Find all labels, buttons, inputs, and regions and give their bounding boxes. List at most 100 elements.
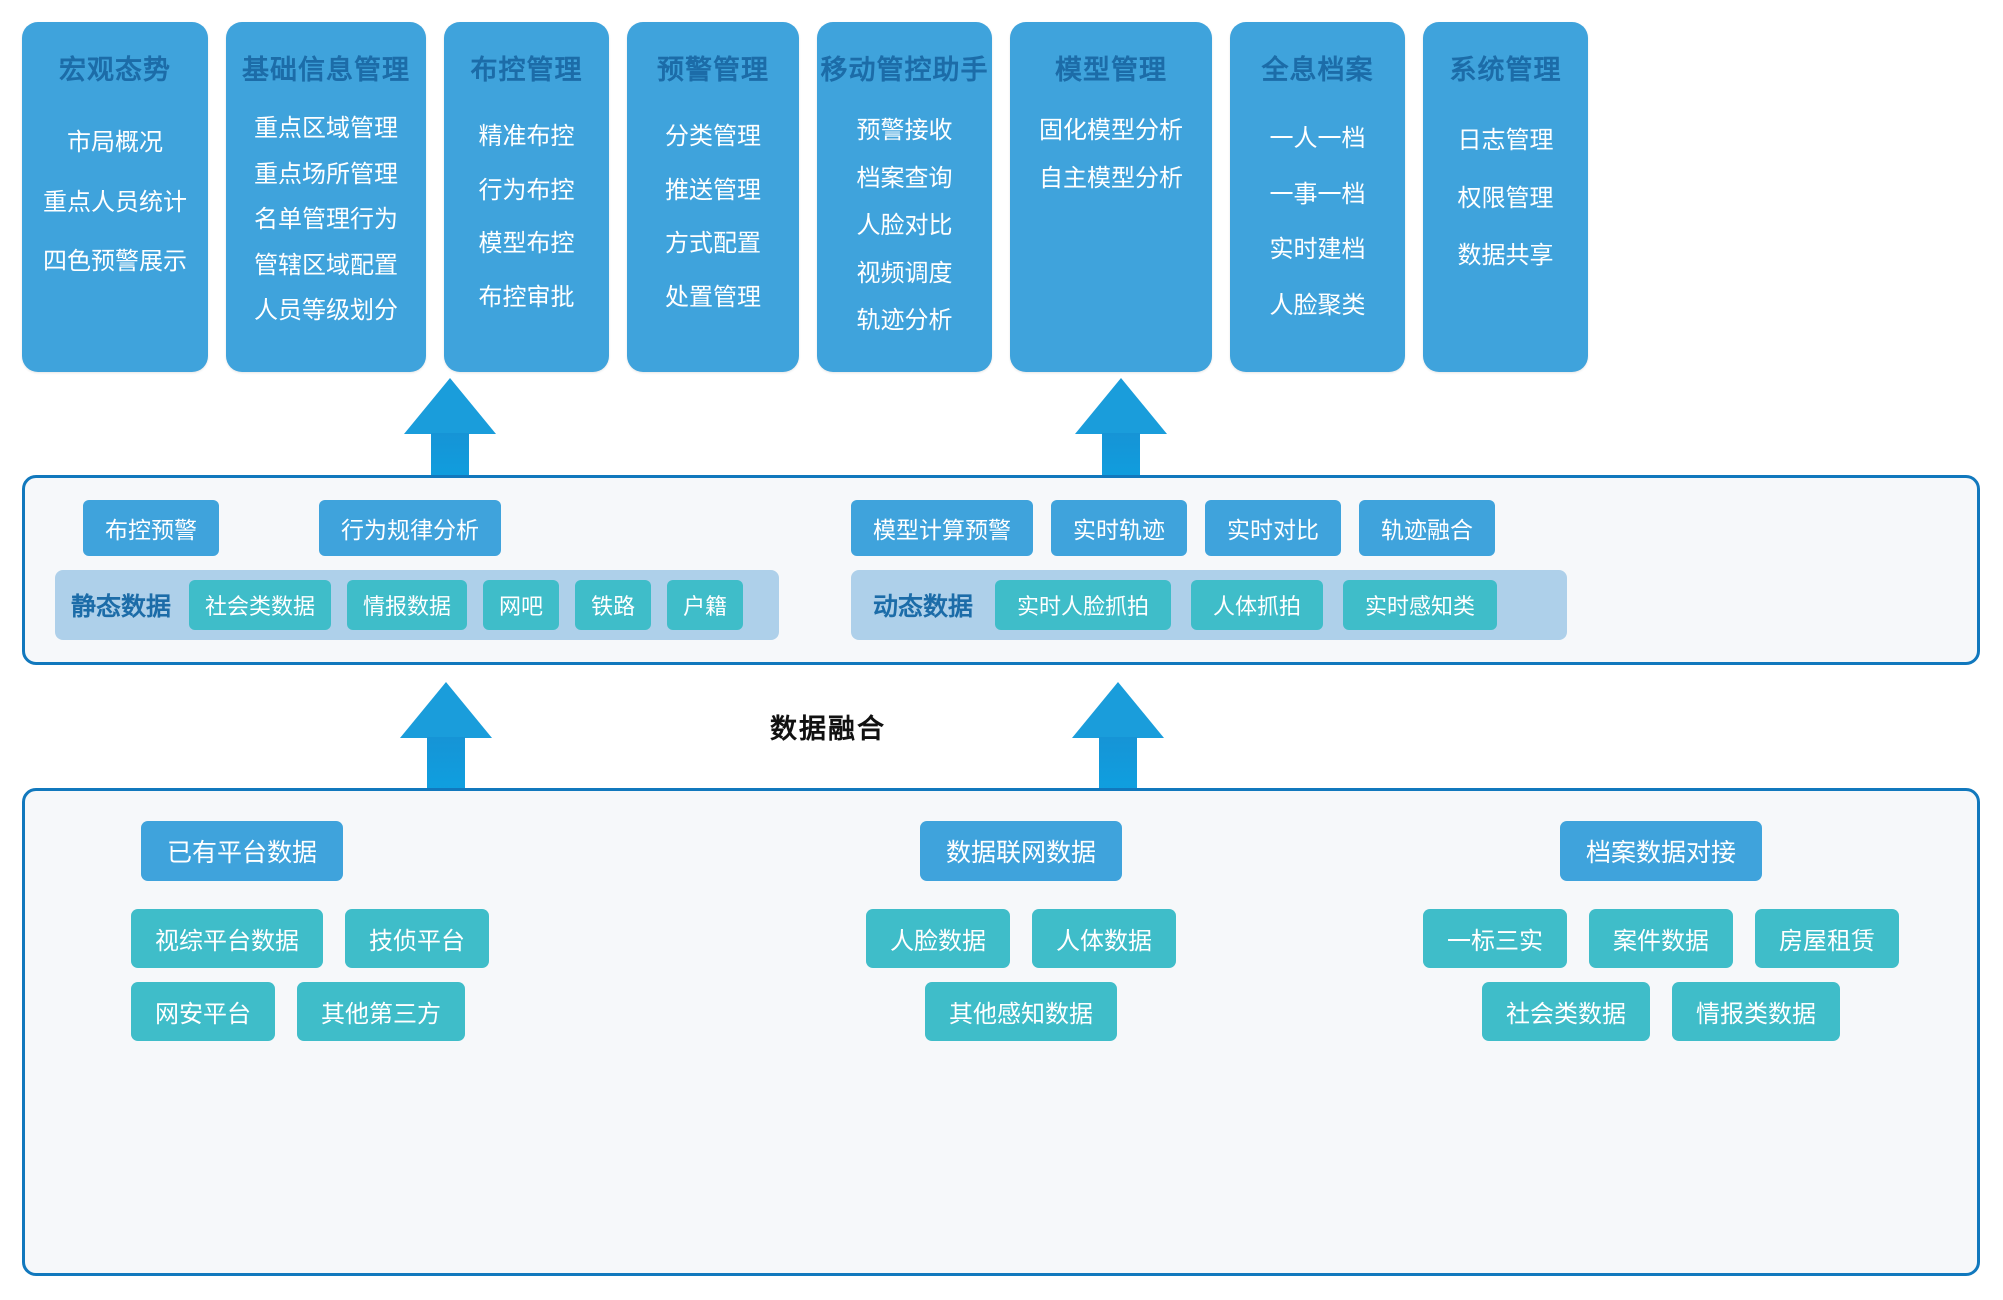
module-card-alert-management[interactable]: 预警管理 分类管理 推送管理 方式配置 处置管理 (627, 22, 799, 372)
module-item[interactable]: 四色预警展示 (43, 248, 187, 276)
module-title: 基础信息管理 (242, 55, 410, 85)
static-data-bar: 静态数据 社会类数据 情报数据 网吧 铁路 户籍 (55, 570, 779, 640)
capability-pill[interactable]: 轨迹融合 (1359, 500, 1495, 556)
module-item-list: 预警接收 档案查询 人脸对比 视频调度 轨迹分析 (827, 97, 982, 335)
module-card-holographic-archive[interactable]: 全息档案 一人一档 一事一档 实时建档 人脸聚类 (1230, 22, 1405, 372)
module-item[interactable]: 重点场所管理 (254, 160, 398, 188)
capability-pill[interactable]: 实时轨迹 (1051, 500, 1187, 556)
module-item[interactable]: 市局概况 (67, 129, 163, 156)
module-item-list: 市局概况 重点人员统计 四色预警展示 (32, 97, 198, 276)
source-chip[interactable]: 案件数据 (1589, 909, 1733, 968)
module-item[interactable]: 档案查询 (856, 164, 953, 192)
source-chip[interactable]: 人体数据 (1032, 909, 1176, 968)
module-item[interactable]: 重点区域管理 (254, 115, 398, 142)
arrow-up-icon (1075, 378, 1167, 485)
data-chip[interactable]: 社会类数据 (189, 580, 332, 630)
module-item[interactable]: 人脸聚类 (1269, 291, 1366, 319)
module-item[interactable]: 日志管理 (1457, 127, 1554, 154)
module-item[interactable]: 模型布控 (478, 230, 575, 258)
capability-pill[interactable]: 模型计算预警 (851, 500, 1033, 556)
source-group-head[interactable]: 档案数据对接 (1559, 821, 1762, 881)
source-group-head[interactable]: 数据联网数据 (919, 821, 1122, 881)
module-card-basic-info-management[interactable]: 基础信息管理 重点区域管理 重点场所管理 名单管理行为 管辖区域配置 人员等级划… (226, 22, 426, 372)
data-chip[interactable]: 网吧 (483, 580, 560, 630)
capability-pill[interactable]: 实时对比 (1205, 500, 1341, 556)
module-item[interactable]: 行为布控 (478, 176, 575, 204)
data-chip[interactable]: 户籍 (667, 580, 744, 630)
data-chip[interactable]: 实时感知类 (1343, 580, 1498, 630)
module-item-list: 重点区域管理 重点场所管理 名单管理行为 管辖区域配置 人员等级划分 (236, 97, 416, 325)
module-title: 全息档案 (1261, 55, 1374, 85)
source-chip[interactable]: 视综平台数据 (131, 909, 323, 968)
module-card-mobile-control-assistant[interactable]: 移动管控助手 预警接收 档案查询 人脸对比 视频调度 轨迹分析 (817, 22, 992, 372)
capability-and-data-layer: 布控预警 行为规律分析 静态数据 社会类数据 情报数据 网吧 铁路 户籍 模型计… (22, 475, 1980, 665)
arrow-up-icon (400, 682, 492, 789)
source-chip[interactable]: 技侦平台 (345, 909, 489, 968)
source-chip-row: 社会类数据 情报类数据 (1482, 982, 1840, 1041)
module-item[interactable]: 视频调度 (856, 259, 953, 287)
module-item[interactable]: 自主模型分析 (1039, 164, 1183, 192)
module-card-model-management[interactable]: 模型管理 固化模型分析 自主模型分析 (1010, 22, 1212, 372)
source-chip[interactable]: 房屋租赁 (1755, 909, 1899, 968)
source-chip[interactable]: 一标三实 (1423, 909, 1567, 968)
module-item-list: 精准布控 行为布控 模型布控 布控审批 (454, 97, 599, 311)
dynamic-data-group: 模型计算预警 实时轨迹 实时对比 轨迹融合 动态数据 实时人脸抓拍 人体抓拍 实… (851, 500, 1567, 640)
module-item[interactable]: 管辖区域配置 (254, 251, 398, 279)
module-item[interactable]: 人员等级划分 (254, 297, 398, 325)
arrow-shaft (1099, 737, 1137, 789)
capability-pill[interactable]: 行为规律分析 (319, 500, 501, 556)
source-chip[interactable]: 其他感知数据 (925, 982, 1117, 1041)
source-chip[interactable]: 人脸数据 (866, 909, 1010, 968)
source-chip[interactable]: 网安平台 (131, 982, 275, 1041)
source-group-head[interactable]: 已有平台数据 (141, 821, 344, 881)
module-item[interactable]: 固化模型分析 (1039, 117, 1183, 144)
arrow-head (404, 378, 496, 434)
module-item[interactable]: 分类管理 (665, 123, 761, 150)
dynamic-data-bar: 动态数据 实时人脸抓拍 人体抓拍 实时感知类 (851, 570, 1567, 640)
module-item[interactable]: 名单管理行为 (254, 206, 398, 234)
module-card-control-management[interactable]: 布控管理 精准布控 行为布控 模型布控 布控审批 (444, 22, 609, 372)
module-item[interactable]: 实时建档 (1269, 236, 1366, 264)
capability-pill[interactable]: 布控预警 (83, 500, 219, 556)
source-group-archive-docking: 档案数据对接 一标三实 案件数据 房屋租赁 社会类数据 情报类数据 (1311, 821, 1951, 1247)
source-chip-row: 人脸数据 人体数据 (866, 909, 1176, 968)
module-item[interactable]: 重点人员统计 (43, 188, 187, 216)
data-chip[interactable]: 情报数据 (347, 580, 468, 630)
static-data-group: 布控预警 行为规律分析 静态数据 社会类数据 情报数据 网吧 铁路 户籍 (55, 500, 779, 640)
module-item-list: 日志管理 权限管理 数据共享 (1433, 97, 1578, 270)
module-item[interactable]: 精准布控 (478, 123, 575, 150)
module-title: 预警管理 (657, 55, 769, 85)
source-chip[interactable]: 其他第三方 (297, 982, 465, 1041)
source-chip-rows: 人脸数据 人体数据 其他感知数据 (731, 909, 1311, 1041)
dynamic-data-label: 动态数据 (873, 593, 974, 621)
source-group-network-data: 数据联网数据 人脸数据 人体数据 其他感知数据 (711, 821, 1311, 1247)
module-item-list: 一人一档 一事一档 实时建档 人脸聚类 (1240, 97, 1395, 319)
data-chip[interactable]: 人体抓拍 (1191, 580, 1324, 630)
source-chip[interactable]: 社会类数据 (1482, 982, 1650, 1041)
module-item[interactable]: 推送管理 (665, 176, 761, 204)
arrow-shaft (427, 737, 465, 789)
source-chip-rows: 一标三实 案件数据 房屋租赁 社会类数据 情报类数据 (1371, 909, 1951, 1041)
source-chip[interactable]: 情报类数据 (1672, 982, 1840, 1041)
arrow-head (1075, 378, 1167, 434)
module-item[interactable]: 处置管理 (665, 283, 761, 311)
source-chip-row: 一标三实 案件数据 房屋租赁 (1423, 909, 1899, 968)
source-chip-row: 网安平台 其他第三方 (131, 982, 465, 1041)
data-chip[interactable]: 铁路 (575, 580, 652, 630)
module-item-list: 固化模型分析 自主模型分析 (1020, 97, 1202, 192)
arrow-head (400, 682, 492, 738)
data-chip[interactable]: 实时人脸抓拍 (995, 580, 1172, 630)
module-item[interactable]: 轨迹分析 (856, 307, 953, 335)
module-item[interactable]: 人脸对比 (856, 212, 953, 240)
module-item[interactable]: 一事一档 (1269, 180, 1366, 208)
module-card-macro-situation[interactable]: 宏观态势 市局概况 重点人员统计 四色预警展示 (22, 22, 208, 372)
module-title: 移动管控助手 (820, 55, 989, 85)
module-item[interactable]: 数据共享 (1457, 242, 1554, 270)
module-item[interactable]: 预警接收 (856, 117, 953, 144)
module-item[interactable]: 布控审批 (478, 283, 575, 311)
module-card-system-management[interactable]: 系统管理 日志管理 权限管理 数据共享 (1423, 22, 1588, 372)
module-item[interactable]: 权限管理 (1457, 184, 1554, 212)
module-title: 系统管理 (1449, 55, 1562, 85)
module-item[interactable]: 方式配置 (665, 230, 761, 258)
module-item[interactable]: 一人一档 (1269, 125, 1366, 152)
